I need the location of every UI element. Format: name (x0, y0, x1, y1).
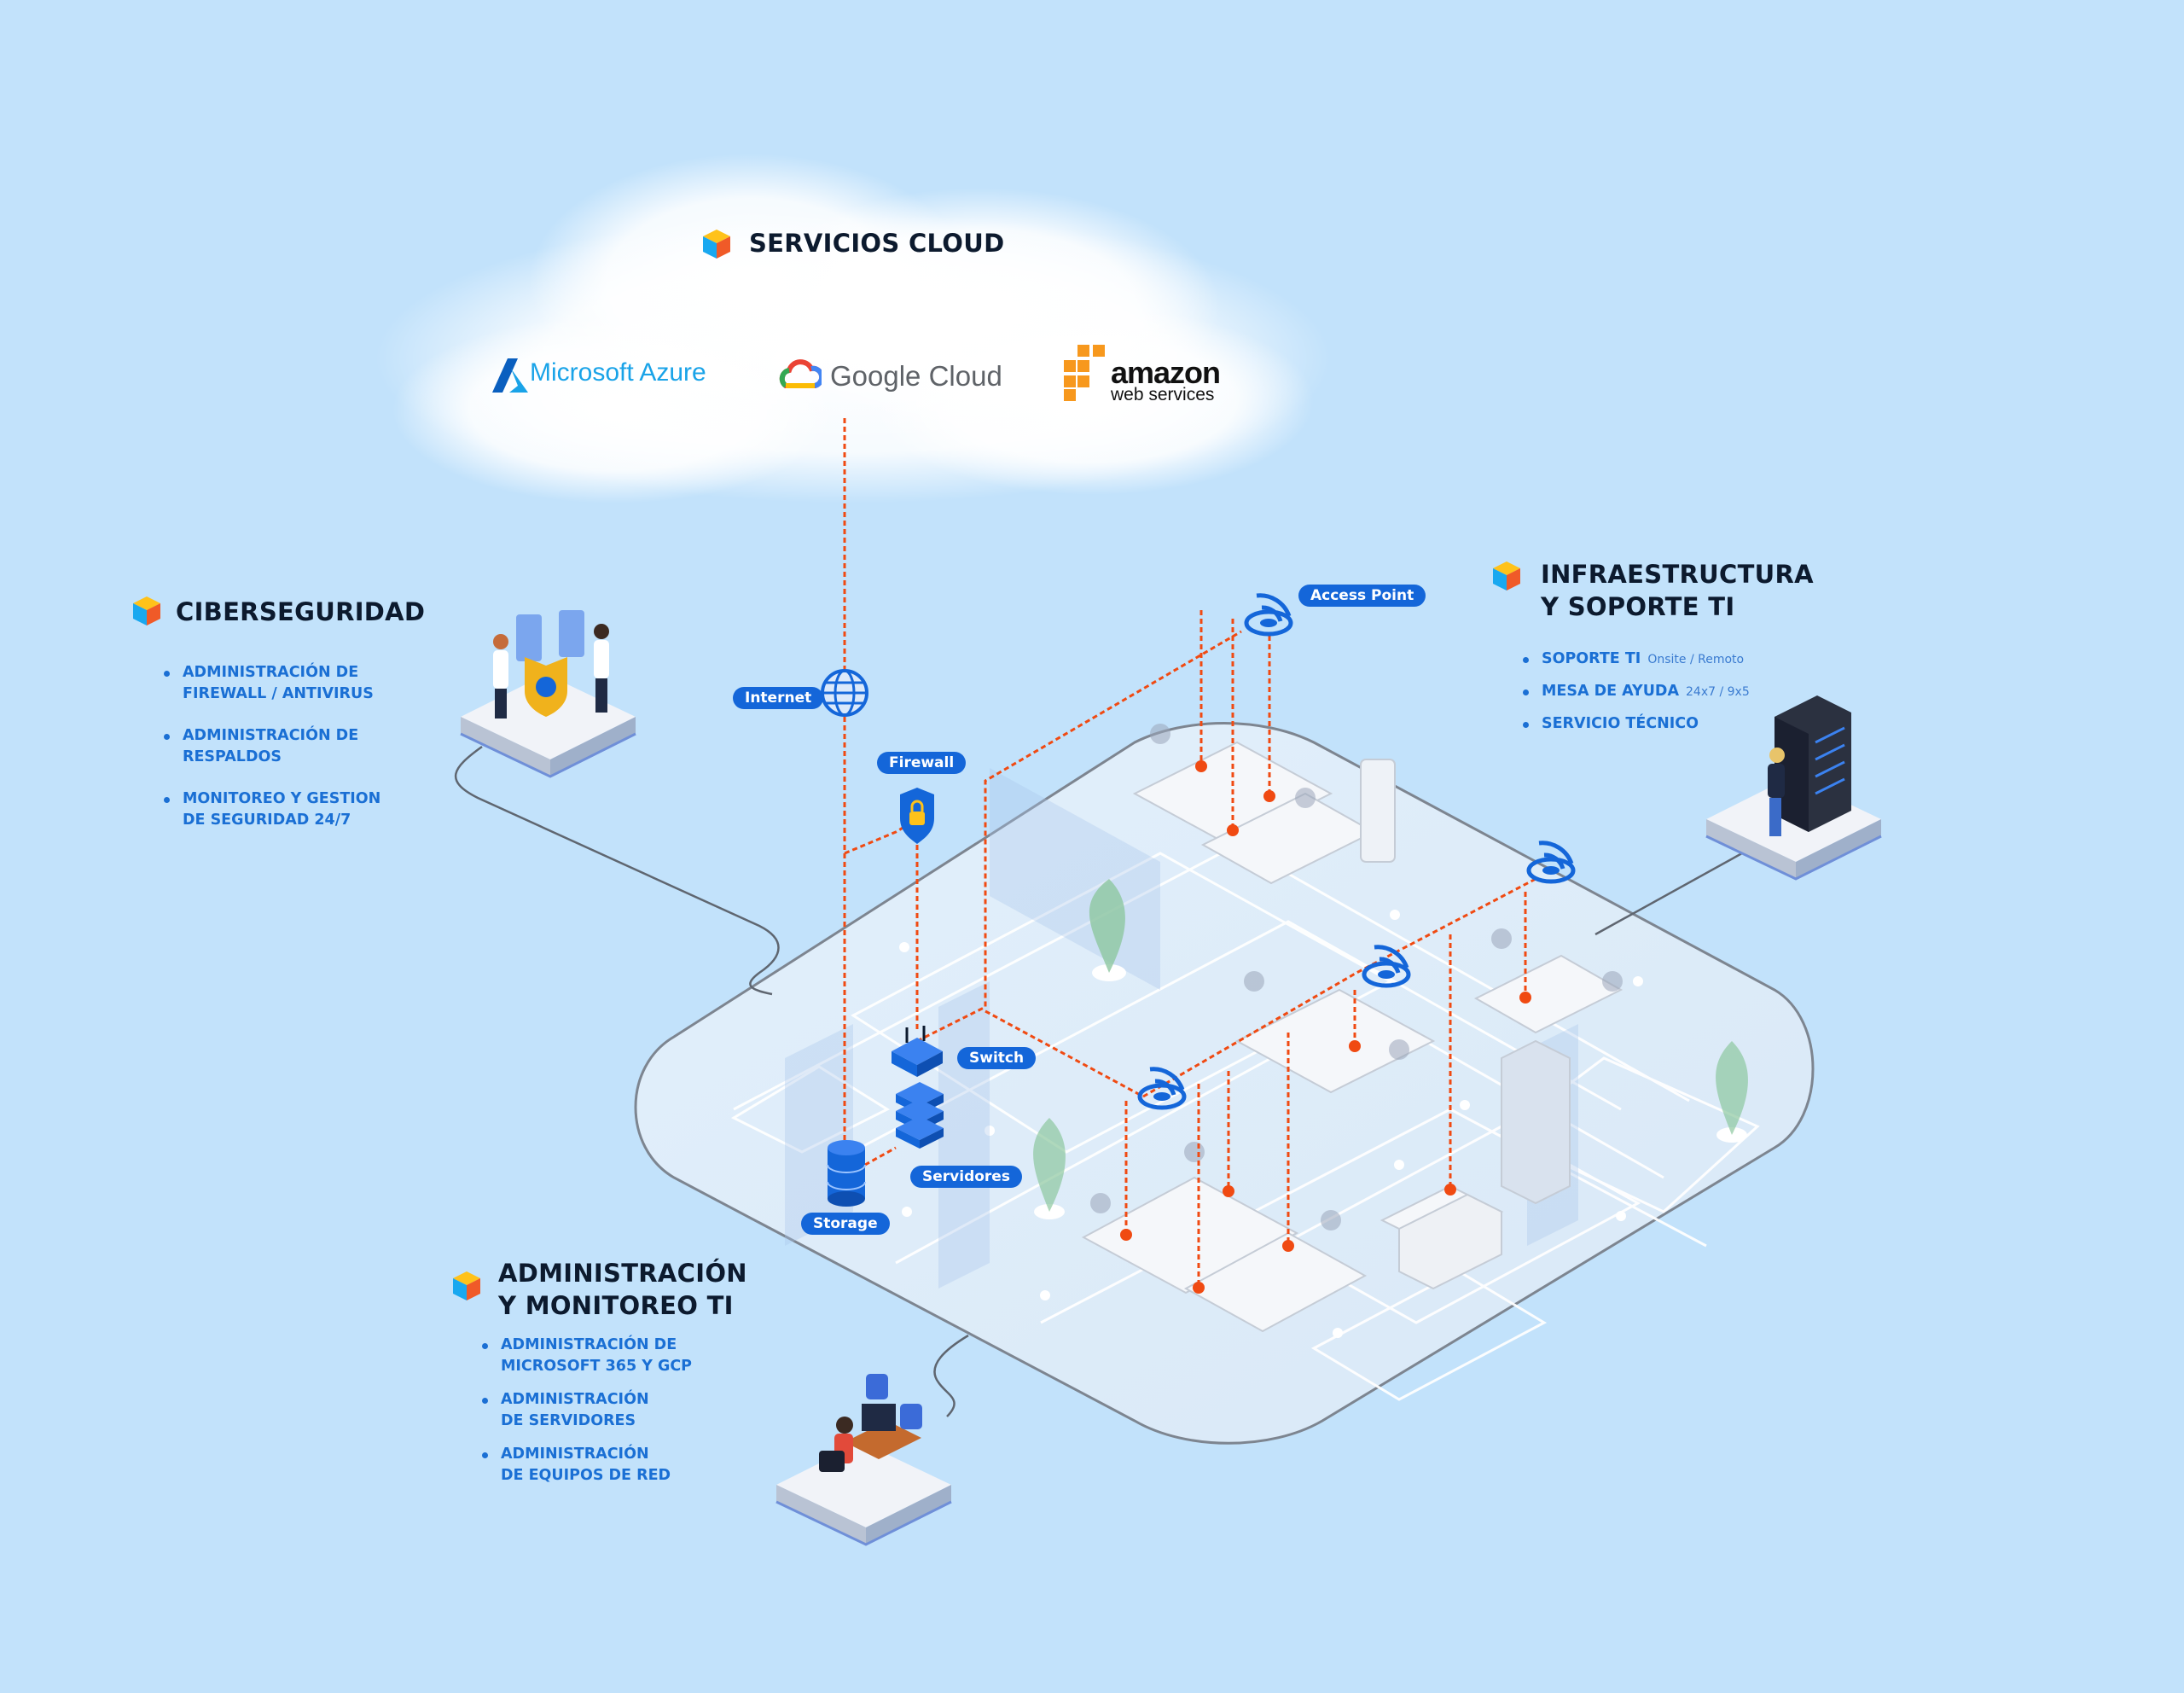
switch-icon (892, 1026, 943, 1077)
azure-logo-icon (492, 358, 528, 393)
cube-icon (453, 1271, 480, 1300)
azure-logo-text: Microsoft Azure (530, 358, 706, 387)
wifi-icon (1362, 945, 1411, 988)
storage-icon (827, 1140, 866, 1207)
firewall-shield-icon (900, 788, 934, 844)
it-support-station (1705, 695, 1882, 881)
cube-icon (1493, 561, 1520, 591)
list-item: MONITOREO Y GESTION DE SEGURIDAD 24/7 (164, 788, 420, 831)
firewall-label: Firewall (877, 752, 967, 774)
wifi-icon (1137, 1067, 1187, 1110)
cube-icon (133, 596, 160, 625)
list-item: ADMINISTRACIÓN DE FIREWALL / ANTIVIRUS (164, 662, 420, 705)
servers-icon (896, 1082, 944, 1149)
google-cloud-icon (779, 359, 822, 388)
aws-cubes-icon (1064, 345, 1105, 401)
infra-title-line1: INFRAESTRUCTURA (1541, 560, 1814, 589)
cybersecurity-station (460, 610, 636, 778)
cloud-services-title: SERVICIOS CLOUD (749, 229, 1005, 258)
amazon-logo-subtext: web services (1111, 385, 1215, 404)
service-connectors (454, 745, 1758, 1417)
switch-label: Switch (957, 1047, 1037, 1069)
office-floor (634, 722, 1815, 1445)
list-item: ADMINISTRACIÓN DE EQUIPOS DE RED (482, 1444, 755, 1486)
network-links (843, 418, 1536, 1289)
wifi-icon (1244, 593, 1293, 637)
cloud-shape (375, 154, 1331, 503)
globe-icon (821, 669, 868, 717)
cybersecurity-title: CIBERSEGURIDAD (176, 597, 426, 626)
admin-title-line1: ADMINISTRACIÓN (498, 1259, 747, 1288)
network-endpoints (1120, 760, 1531, 1294)
wifi-icon (1526, 841, 1576, 884)
amazon-logo-text: amazon (1111, 355, 1221, 390)
admin-station (775, 1374, 952, 1546)
servers-label: Servidores (910, 1166, 1022, 1188)
list-item: SERVICIO TÉCNICO (1523, 713, 1881, 735)
storage-label: Storage (801, 1213, 890, 1235)
list-item: ADMINISTRACIÓN DE RESPALDOS (164, 725, 420, 768)
internet-label: Internet (733, 687, 824, 709)
list-item: ADMINISTRACIÓN DE MICROSOFT 365 Y GCP (482, 1335, 755, 1377)
admin-list: ADMINISTRACIÓN DE MICROSOFT 365 Y GCP AD… (482, 1335, 755, 1507)
access-point-label: Access Point (1298, 585, 1426, 607)
admin-title-line2: Y MONITOREO TI (498, 1291, 734, 1320)
google-cloud-text: Google Cloud (830, 360, 1002, 392)
cube-icon (703, 230, 730, 259)
infra-title-line2: Y SOPORTE TI (1541, 592, 1735, 621)
list-item: ADMINISTRACIÓN DE SERVIDORES (482, 1389, 755, 1432)
cybersecurity-list: ADMINISTRACIÓN DE FIREWALL / ANTIVIRUS A… (164, 662, 420, 852)
